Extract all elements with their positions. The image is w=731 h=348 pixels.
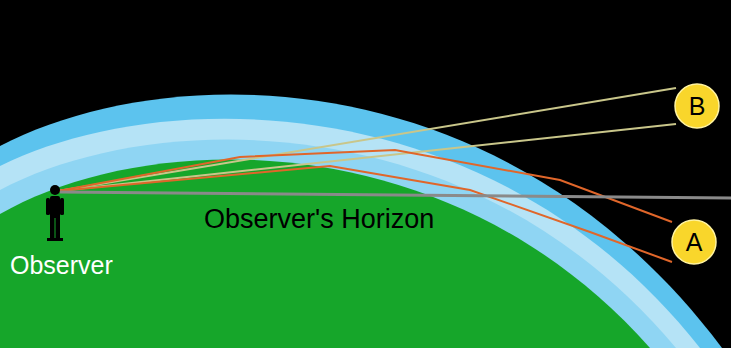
middle-atmosphere [0,119,700,348]
sight-line [58,88,676,191]
outer-atmosphere [0,95,722,348]
inner-atmosphere [0,140,676,348]
sight-line [58,124,676,191]
sun-circle: B [674,83,720,129]
observer-label: Observer [10,252,113,280]
observer-figure [46,185,64,241]
sun-letter: B [689,94,706,119]
sun-letter: A [686,230,703,255]
horizon-line [60,192,731,198]
sun-circle: A [671,219,717,265]
horizon-label: Observer's Horizon [204,205,434,235]
refracted-ray [58,166,672,262]
